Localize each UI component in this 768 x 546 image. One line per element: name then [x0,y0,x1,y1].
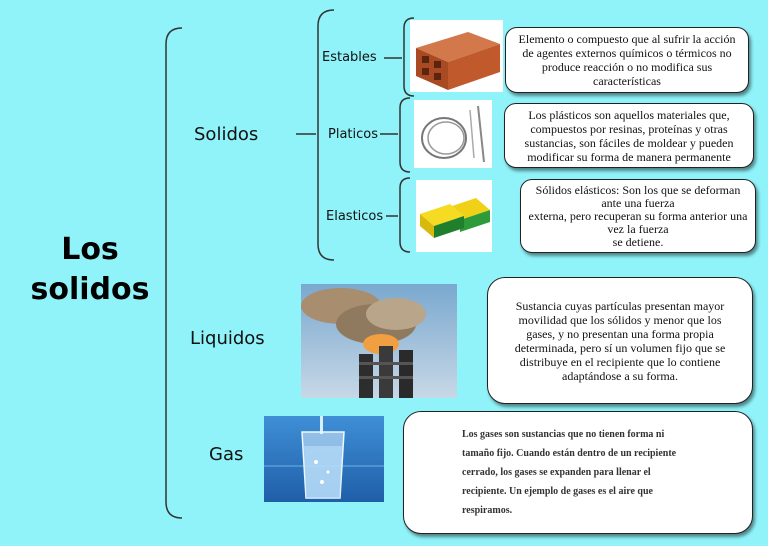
water-glass-image [264,416,384,502]
description-elasticos: Sólidos elásticos: Son los que se deform… [520,179,756,253]
sponge-image [416,180,492,252]
factory-smoke-image [301,284,457,398]
title-line-1: Los [61,232,119,267]
subcategory-elasticos: Elasticos [326,209,384,224]
description-gas-text: Los gases son sustancias que no tienen f… [462,429,677,516]
category-liquidos: Liquidos [190,328,265,349]
description-elasticos-text-1: Sólidos elásticos: Son los que se deform… [535,182,741,210]
category-solidos: Solidos [194,124,259,145]
description-estables: Elemento o compuesto que al sufrir la ac… [505,27,749,93]
description-gas: Los gases son sustancias que no tienen f… [403,411,753,534]
description-elasticos-text-3: se detiene. [612,234,664,249]
title-line-2: solidos [30,272,150,307]
description-liquidos-text: Sustancia cuyas partículas presentan may… [514,298,726,383]
category-gas: Gas [209,444,244,465]
subcategory-platicos: Platicos [328,127,379,142]
plastic-wire-image [414,100,492,168]
description-estables-text: Elemento o compuesto que al sufrir la ac… [518,32,736,88]
description-liquidos: Sustancia cuyas partículas presentan may… [487,277,753,404]
main-title: Los solidos [20,230,160,310]
description-platicos: Los plásticos son aquellos materiales qu… [504,103,754,168]
description-platicos-text: Los plásticos son aquellos materiales qu… [524,107,734,164]
brick-image [410,20,503,92]
subcategory-estables: Estables [322,50,377,65]
description-elasticos-text-2: externa, pero recuperan su forma anterio… [528,208,748,236]
